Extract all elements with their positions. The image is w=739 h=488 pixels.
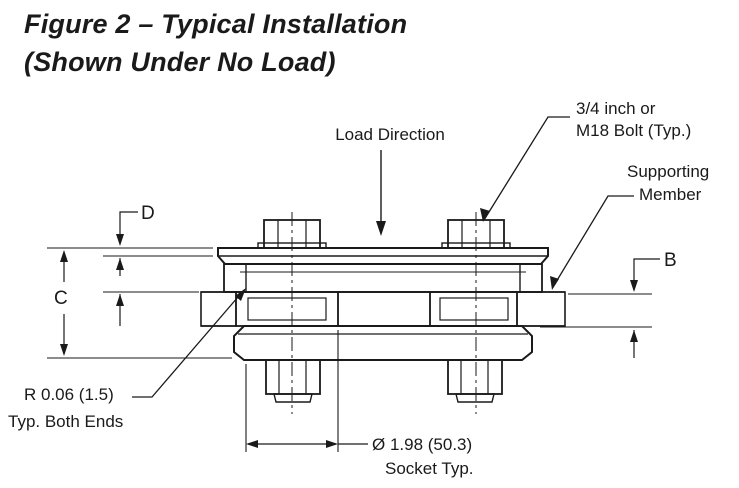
load-cell-body [223, 263, 543, 293]
supporting-member [200, 291, 566, 327]
dimension-c-label: C [54, 288, 68, 309]
bottom-plate [233, 325, 533, 361]
bolt-callout-line2: M18 Bolt (Typ.) [576, 121, 691, 140]
figure-title: Figure 2 – Typical Installation [24, 9, 408, 39]
socket [235, 291, 518, 327]
load-direction-label: Load Direction [335, 125, 445, 144]
socket-diameter-line2: Socket Typ. [385, 459, 474, 478]
radius-callout-line2: Typ. Both Ends [8, 412, 123, 431]
top-plate [217, 247, 549, 265]
supporting-member-line2: Member [639, 185, 702, 204]
radius-leader [132, 288, 246, 398]
supporting-member-leader [550, 195, 634, 290]
bolt-centerlines [291, 212, 477, 414]
figure-subtitle: (Shown Under No Load) [24, 47, 336, 77]
supporting-member-line1: Supporting [627, 162, 709, 181]
dimension-b-label: B [664, 250, 677, 271]
dimension-b [540, 258, 660, 358]
socket-diameter-line1: Ø 1.98 (50.3) [372, 435, 472, 454]
bolt-leader [480, 116, 570, 222]
bolt-callout-line1: 3/4 inch or [576, 99, 656, 118]
dimension-d [47, 211, 213, 276]
dimension-c [47, 250, 232, 359]
socket-diameter-dimension [245, 330, 368, 452]
load-direction-arrow [376, 150, 386, 236]
radius-callout-line1: R 0.06 (1.5) [24, 385, 114, 404]
dimension-d-label: D [141, 203, 155, 224]
member-height-dimension [103, 291, 199, 326]
